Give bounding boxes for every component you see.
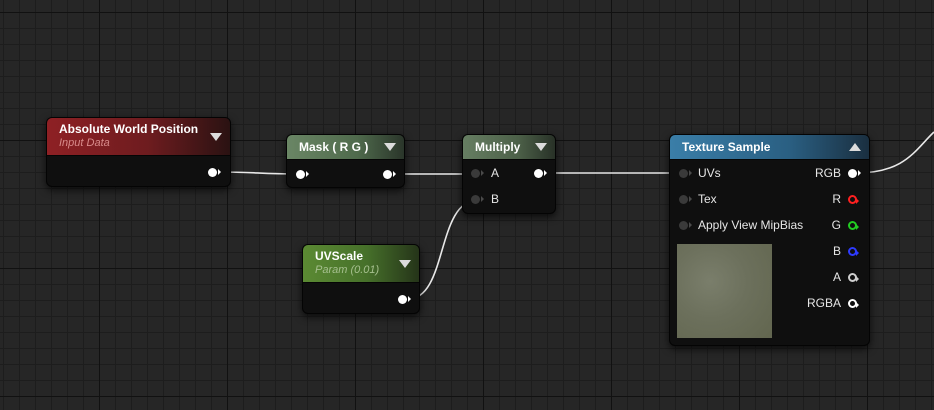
texture-sample-node[interactable]: Texture Sample UVs Tex Apply View MipBia… bbox=[669, 134, 870, 346]
a-label: A bbox=[832, 270, 841, 284]
absolute-world-position-header[interactable]: Absolute World Position Input Data bbox=[47, 118, 230, 156]
a-pin-icon[interactable] bbox=[848, 273, 859, 282]
g-label: G bbox=[831, 218, 841, 232]
rgb-pin-icon[interactable] bbox=[848, 169, 861, 178]
uvscale-node[interactable]: UVScale Param (0.01) bbox=[302, 244, 420, 314]
g-pin-icon[interactable] bbox=[848, 221, 859, 230]
multiply-node[interactable]: Multiply A B bbox=[462, 134, 556, 214]
node-title: Multiply bbox=[475, 140, 521, 154]
uvscale-header[interactable]: UVScale Param (0.01) bbox=[303, 245, 419, 283]
wire-rgb-out bbox=[855, 131, 934, 174]
mipbias-label: Apply View MipBias bbox=[698, 218, 804, 232]
mask-node[interactable]: Mask ( R G ) bbox=[286, 134, 405, 188]
rgb-label: RGB bbox=[814, 166, 841, 180]
input-b-label: B bbox=[491, 192, 500, 206]
rgba-label: RGBA bbox=[806, 296, 841, 310]
tex-label: Tex bbox=[698, 192, 717, 206]
input-a-label: A bbox=[491, 166, 500, 180]
collapse-arrow-icon[interactable] bbox=[210, 132, 222, 141]
node-subtitle: Input Data bbox=[59, 137, 110, 149]
b-pin-icon[interactable] bbox=[848, 247, 859, 256]
b-label: B bbox=[832, 244, 841, 258]
collapse-arrow-icon[interactable] bbox=[535, 143, 547, 151]
output-pin-icon[interactable] bbox=[383, 170, 396, 179]
input-pin-icon[interactable] bbox=[296, 170, 309, 179]
output-pin-icon[interactable] bbox=[208, 168, 221, 177]
input-b-pin-icon[interactable] bbox=[471, 195, 484, 204]
collapse-arrow-icon[interactable] bbox=[849, 143, 861, 151]
node-title: UVScale bbox=[315, 249, 364, 263]
r-pin-icon[interactable] bbox=[848, 195, 859, 204]
r-label: R bbox=[832, 192, 841, 206]
collapse-arrow-icon[interactable] bbox=[384, 143, 396, 151]
tex-pin-icon[interactable] bbox=[679, 195, 692, 204]
texture-sample-header[interactable]: Texture Sample bbox=[670, 135, 869, 160]
uvs-label: UVs bbox=[698, 166, 721, 180]
absolute-world-position-node[interactable]: Absolute World Position Input Data bbox=[46, 117, 231, 187]
mask-header[interactable]: Mask ( R G ) bbox=[287, 135, 404, 160]
mipbias-pin-icon[interactable] bbox=[679, 221, 692, 230]
output-pin-icon[interactable] bbox=[534, 169, 547, 178]
texture-preview-thumbnail bbox=[677, 244, 772, 338]
node-title: Texture Sample bbox=[682, 140, 771, 154]
node-title: Mask ( R G ) bbox=[299, 140, 369, 154]
multiply-header[interactable]: Multiply bbox=[463, 135, 555, 160]
node-title: Absolute World Position bbox=[59, 122, 199, 136]
collapse-arrow-icon[interactable] bbox=[399, 259, 411, 268]
uvs-pin-icon[interactable] bbox=[679, 169, 692, 178]
output-pin-icon[interactable] bbox=[398, 295, 411, 304]
rgba-pin-icon[interactable] bbox=[848, 299, 859, 308]
input-a-pin-icon[interactable] bbox=[471, 169, 484, 178]
node-subtitle: Param (0.01) bbox=[315, 264, 380, 276]
